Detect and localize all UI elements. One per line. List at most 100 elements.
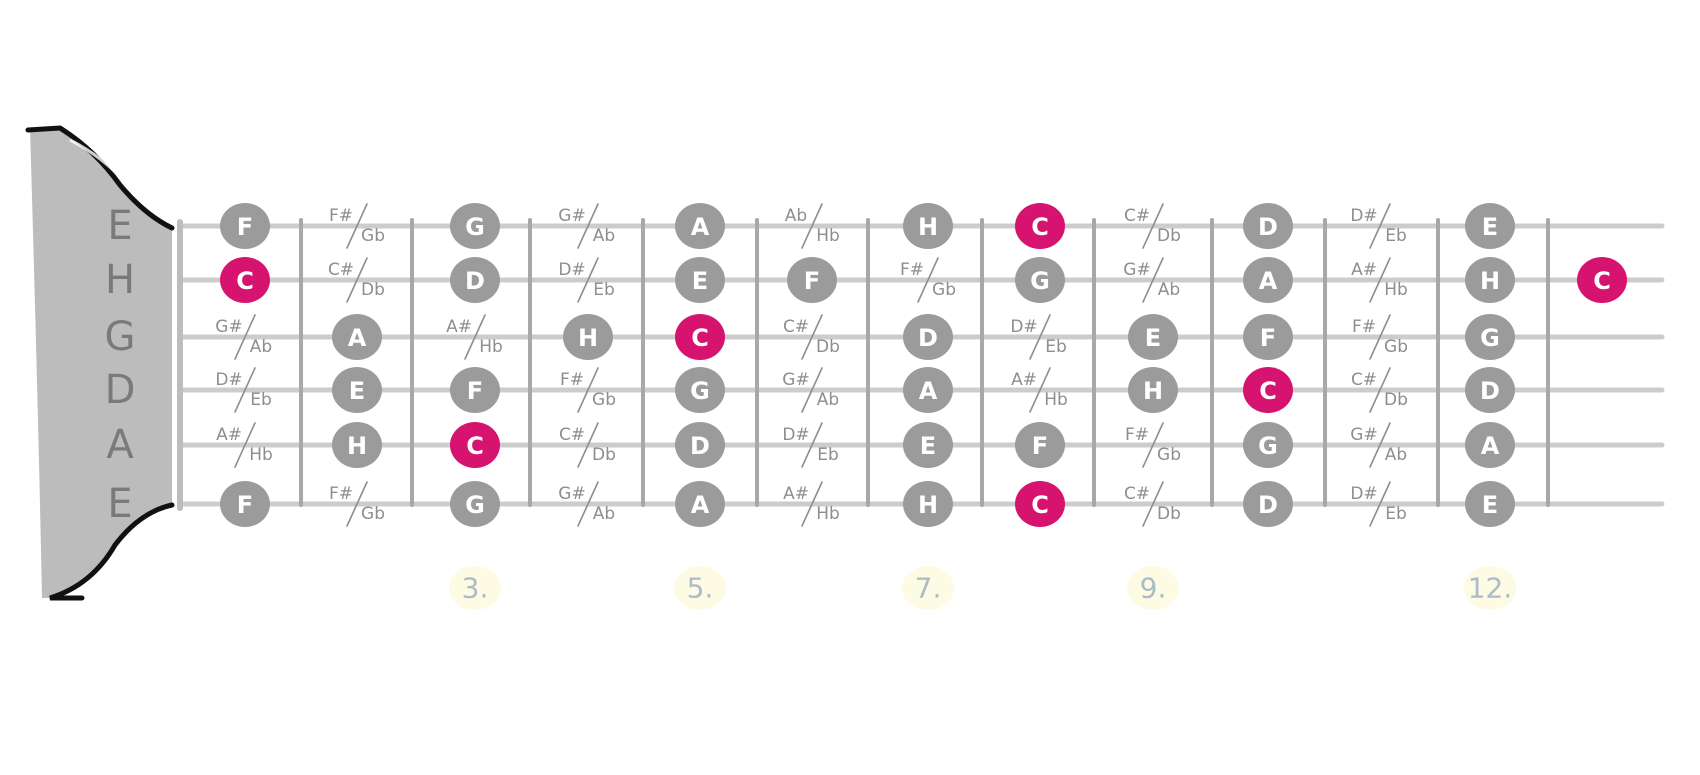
note-label: D <box>1258 213 1278 241</box>
note: F#/GbF#Gb <box>1125 422 1181 468</box>
note-dot <box>450 257 500 303</box>
enharmonic-flat: Hb <box>249 445 273 465</box>
note-label: E <box>920 432 936 460</box>
note-dot <box>675 257 725 303</box>
enharmonic-flat: Hb <box>479 337 503 357</box>
note: D <box>1243 203 1293 249</box>
enharmonic-slash <box>234 367 256 413</box>
note-label: H <box>347 432 367 460</box>
note: E <box>1465 481 1515 527</box>
note: G <box>1243 422 1293 468</box>
enharmonic-slash <box>801 314 823 360</box>
enharmonic-sharp: F# <box>560 370 584 390</box>
note: D#/EbD#Eb <box>1010 314 1067 360</box>
note: G <box>1015 257 1065 303</box>
note-dot <box>1128 314 1178 360</box>
enharmonic-flat: Db <box>361 280 385 300</box>
note: D#/EbD#Eb <box>215 367 272 413</box>
note-label: G <box>1480 324 1500 352</box>
note-dot <box>1243 422 1293 468</box>
note-dot <box>450 203 500 249</box>
note: F <box>220 203 270 249</box>
enharmonic-sharp: A# <box>783 484 809 504</box>
note-dot <box>332 422 382 468</box>
enharmonic-flat: Eb <box>593 280 615 300</box>
note: A <box>332 314 382 360</box>
note: D#/EbD#Eb <box>782 422 839 468</box>
note-label: G <box>690 377 710 405</box>
note-label: E <box>349 377 365 405</box>
note: A#/HbA#Hb <box>216 422 273 468</box>
enharmonic-flat: Db <box>816 337 840 357</box>
note: E <box>332 367 382 413</box>
fret-marker-label: 3. <box>462 572 489 605</box>
string-label: G <box>105 314 136 360</box>
note-dot <box>1465 314 1515 360</box>
note-label: A <box>1259 267 1278 295</box>
enharmonic-flat: Gb <box>932 280 956 300</box>
note: A <box>675 203 725 249</box>
note: C <box>450 422 500 468</box>
note: G <box>675 367 725 413</box>
note: G#/AbG#Ab <box>1123 257 1180 303</box>
frets <box>177 218 1550 511</box>
note-label: G <box>465 491 485 519</box>
enharmonic-sharp: F# <box>900 260 924 280</box>
enharmonic-sharp: C# <box>1351 370 1377 390</box>
string-label: E <box>107 203 132 249</box>
note: C#/DbC#Db <box>328 257 385 303</box>
note-label: E <box>692 267 708 295</box>
note-label: G <box>1258 432 1278 460</box>
note-dot <box>1243 257 1293 303</box>
fret-marker-label: 7. <box>915 572 942 605</box>
enharmonic-sharp: F# <box>1125 425 1149 445</box>
enharmonic-flat: Eb <box>1045 337 1067 357</box>
headstock-outline-bottom <box>49 502 175 601</box>
enharmonic-flat: Ab <box>593 226 615 246</box>
note: A#/HbA#Hb <box>446 314 503 360</box>
enharmonic-sharp: D# <box>215 370 242 390</box>
note: G <box>450 481 500 527</box>
note-label: F <box>467 377 483 405</box>
highlighted-note-dot <box>1243 367 1293 413</box>
note-label: C <box>1259 377 1277 405</box>
fret-marker-dot <box>902 566 954 610</box>
enharmonic-slash <box>801 422 823 468</box>
note-dot <box>1243 314 1293 360</box>
note: H <box>903 481 953 527</box>
enharmonic-sharp: A# <box>446 317 472 337</box>
note-label: G <box>465 213 485 241</box>
note: A#/HbA#Hb <box>1351 257 1408 303</box>
note: F <box>1015 422 1065 468</box>
note: H <box>903 203 953 249</box>
enharmonic-flat: Ab <box>1385 445 1407 465</box>
note: G#/AbG#Ab <box>558 203 615 249</box>
enharmonic-sharp: D# <box>558 260 585 280</box>
note: F <box>787 257 837 303</box>
note: G#/AbG#Ab <box>782 367 839 413</box>
note-dot <box>220 203 270 249</box>
enharmonic-slash <box>1369 481 1391 527</box>
note-dot <box>1015 422 1065 468</box>
enharmonic-sharp: G# <box>558 484 585 504</box>
note-label: C <box>1031 491 1049 519</box>
note: C <box>675 314 725 360</box>
note-label: D <box>918 324 938 352</box>
note: C#/DbC#Db <box>1124 203 1181 249</box>
note: C <box>1015 481 1065 527</box>
note-dot <box>1243 481 1293 527</box>
fret-marker-dot <box>674 566 726 610</box>
fret-marker-label: 12. <box>1468 572 1513 605</box>
note: F <box>1243 314 1293 360</box>
enharmonic-sharp: G# <box>558 206 585 226</box>
highlighted-note-dot <box>675 314 725 360</box>
enharmonic-slash <box>577 422 599 468</box>
note: F#/GbF#Gb <box>560 367 616 413</box>
highlighted-note-dot <box>220 257 270 303</box>
fret-marker-dot <box>1127 566 1179 610</box>
highlighted-note-dot <box>1015 203 1065 249</box>
note: C <box>1243 367 1293 413</box>
enharmonic-flat: Db <box>1384 390 1408 410</box>
